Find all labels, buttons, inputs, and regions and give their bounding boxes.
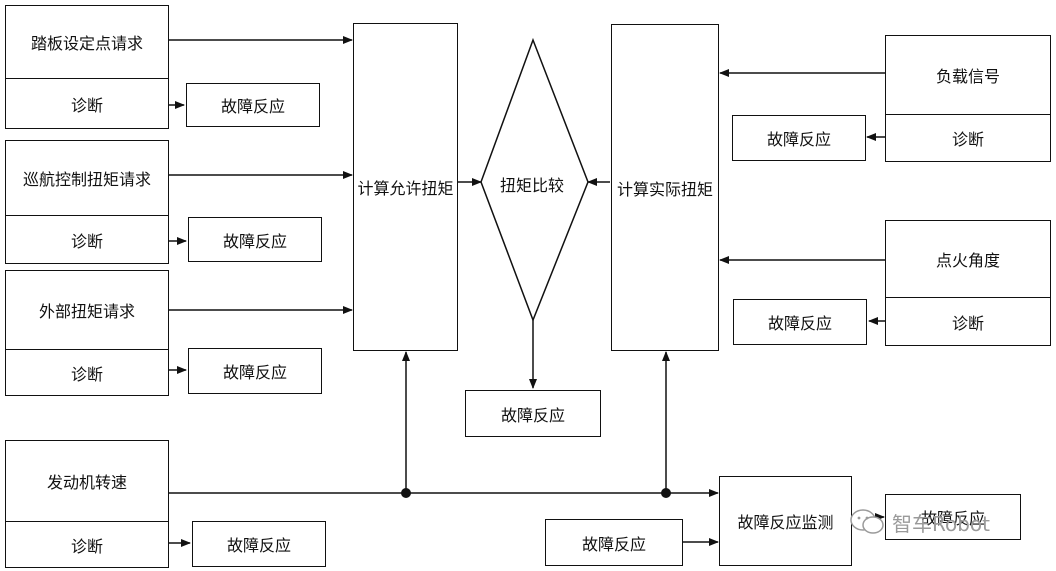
load-diag: 诊断	[886, 114, 1050, 161]
compare-fault-box: 故障反应	[465, 390, 601, 437]
pedal-diag: 诊断	[6, 78, 168, 128]
load-signal-block: 负载信号 诊断	[885, 35, 1051, 162]
cruise-request-block: 巡航控制扭矩请求 诊断	[5, 140, 169, 264]
external-diag: 诊断	[6, 349, 168, 395]
monitor-input-fault-box: 故障反应	[545, 519, 683, 566]
external-request-block: 外部扭矩请求 诊断	[5, 270, 169, 396]
fault-monitor-box: 故障反应监测	[719, 476, 852, 566]
ignition-diag: 诊断	[886, 297, 1050, 345]
monitor-output-fault-box: 故障反应	[885, 494, 1021, 540]
watermark-text: 智车Robot	[892, 512, 991, 536]
pedal-request-block: 踏板设定点请求 诊断	[5, 5, 169, 129]
calc-actual-torque: 计算实际扭矩	[611, 24, 719, 351]
pedal-request-title: 踏板设定点请求	[30, 34, 143, 53]
cruise-request-title: 巡航控制扭矩请求	[22, 170, 151, 189]
engine-speed-block: 发动机转速 诊断	[5, 440, 169, 568]
ignition-angle-block: 点火角度 诊断	[885, 220, 1051, 346]
torque-compare-label: 扭矩比较	[500, 176, 565, 195]
cruise-diag: 诊断	[6, 215, 168, 263]
ignition-angle-title: 点火角度	[935, 251, 1000, 270]
engine-diag: 诊断	[6, 521, 168, 567]
load-fault-box: 故障反应	[732, 115, 866, 161]
engine-speed-title: 发动机转速	[46, 473, 127, 492]
external-request-title: 外部扭矩请求	[38, 302, 135, 321]
calc-allowed-torque: 计算允许扭矩	[353, 23, 458, 351]
load-signal-title: 负载信号	[935, 67, 1000, 86]
pedal-fault-box: 故障反应	[186, 83, 320, 127]
external-fault-box: 故障反应	[188, 348, 322, 394]
wechat-logo-icon	[848, 508, 888, 536]
ignition-fault-box: 故障反应	[733, 299, 867, 345]
engine-fault-box: 故障反应	[192, 521, 326, 567]
cruise-fault-box: 故障反应	[188, 217, 322, 262]
